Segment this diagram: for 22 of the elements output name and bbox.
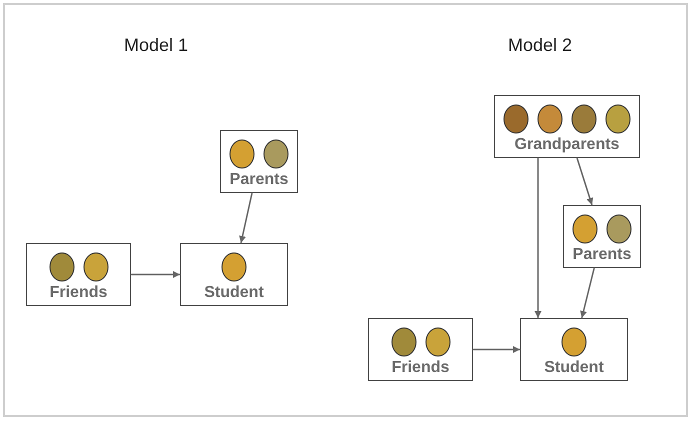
panel-heading: Model 2 (508, 35, 572, 56)
node-label: Student (544, 359, 604, 377)
node-box (368, 318, 473, 381)
node-box (180, 243, 288, 306)
arrow (131, 271, 180, 278)
node-label: Friends (50, 284, 108, 302)
node-label: Parents (230, 171, 288, 189)
node-label: Student (204, 284, 264, 302)
arrow (473, 346, 520, 353)
arrow (534, 158, 542, 318)
node-box (220, 130, 298, 193)
arrow (239, 192, 253, 244)
node-label: Grandparents (514, 136, 620, 154)
node-box (494, 95, 640, 158)
arrow (580, 268, 595, 318)
arrow (576, 158, 594, 206)
node-box (563, 205, 641, 268)
node-label: Friends (392, 359, 450, 377)
node-box (26, 243, 131, 306)
node-box (520, 318, 628, 381)
panel-heading: Model 1 (124, 35, 188, 56)
node-label: Parents (572, 246, 632, 264)
